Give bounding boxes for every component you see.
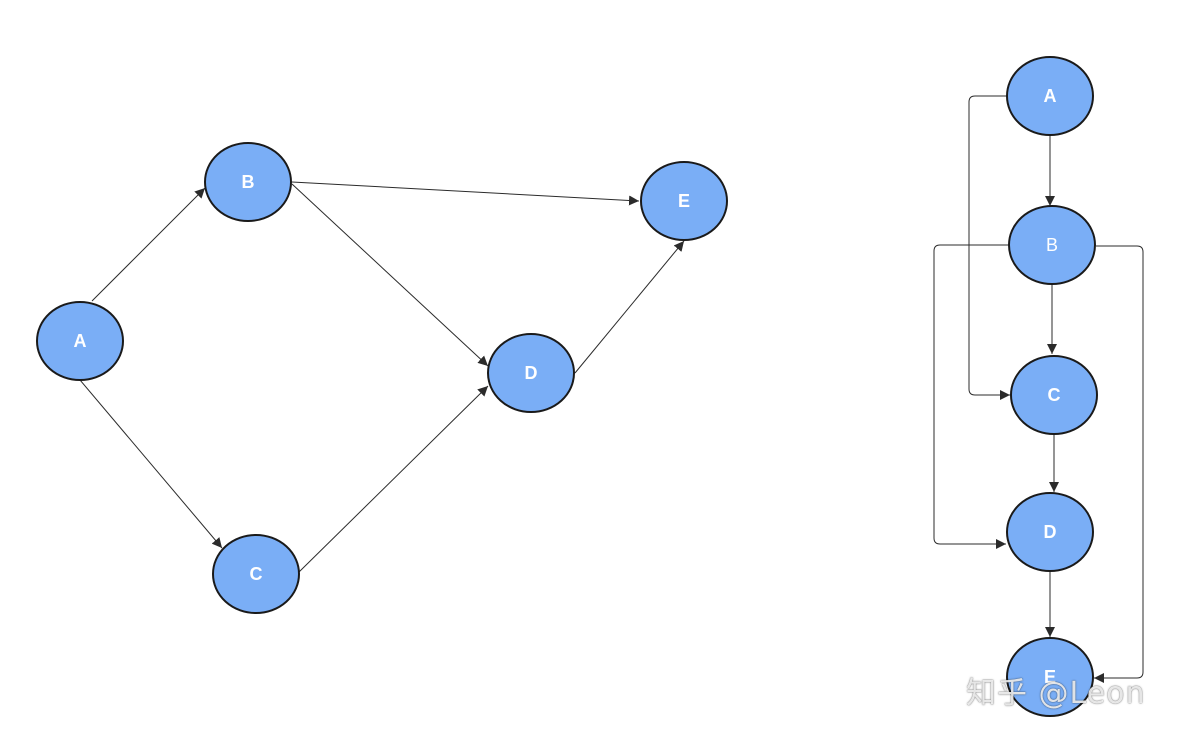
node-d-label: D (525, 363, 538, 383)
edge-b-d (291, 183, 489, 367)
node-a-shape (1006, 56, 1094, 136)
node-e-shape (1006, 637, 1094, 717)
node-a-label: A (1044, 86, 1057, 106)
edges-right (933, 95, 1144, 683)
node-b-shape (1008, 205, 1096, 285)
node-e-label: E (678, 191, 690, 211)
node-e-shape (640, 161, 728, 241)
node-c-label: C (1048, 385, 1061, 405)
node-a-shape (36, 301, 124, 381)
node-d-shape (487, 333, 575, 413)
node-c[interactable]: C (212, 534, 300, 614)
node-c-label: C (250, 564, 263, 584)
edge-a-b (91, 187, 206, 302)
node-c-shape (212, 534, 300, 614)
diagram-left: A B C D E (36, 142, 728, 614)
node-b-label: B (1046, 235, 1058, 255)
node-a-label: A (74, 331, 87, 351)
edge-c-d (298, 385, 489, 573)
edge-b-e (1094, 245, 1144, 683)
edge-a-c (79, 379, 223, 549)
nodes-left: A B C D E (36, 142, 728, 614)
edge-b-e (291, 181, 640, 206)
node-b-label: B (242, 172, 255, 192)
node-b[interactable]: B (204, 142, 292, 222)
node-e[interactable]: E (640, 161, 728, 241)
edges-left (79, 181, 685, 573)
watermark: 知乎 @Leon (966, 676, 1146, 711)
nodes-right: A B C D E (1006, 56, 1098, 717)
node-b-shape (204, 142, 292, 222)
edge-b-d (933, 244, 1008, 549)
node-c[interactable]: C (1010, 355, 1098, 435)
node-d[interactable]: D (1006, 492, 1094, 572)
node-b[interactable]: B (1008, 205, 1096, 285)
node-d-label: D (1044, 522, 1057, 542)
node-d[interactable]: D (487, 333, 575, 413)
diagram-right: A B C D E (933, 56, 1144, 717)
node-a[interactable]: A (1006, 56, 1094, 136)
node-e[interactable]: E (1006, 637, 1094, 717)
node-e-label: E (1044, 667, 1056, 687)
edge-d-e (574, 240, 685, 374)
node-c-shape (1010, 355, 1098, 435)
node-d-shape (1006, 492, 1094, 572)
node-a[interactable]: A (36, 301, 124, 381)
